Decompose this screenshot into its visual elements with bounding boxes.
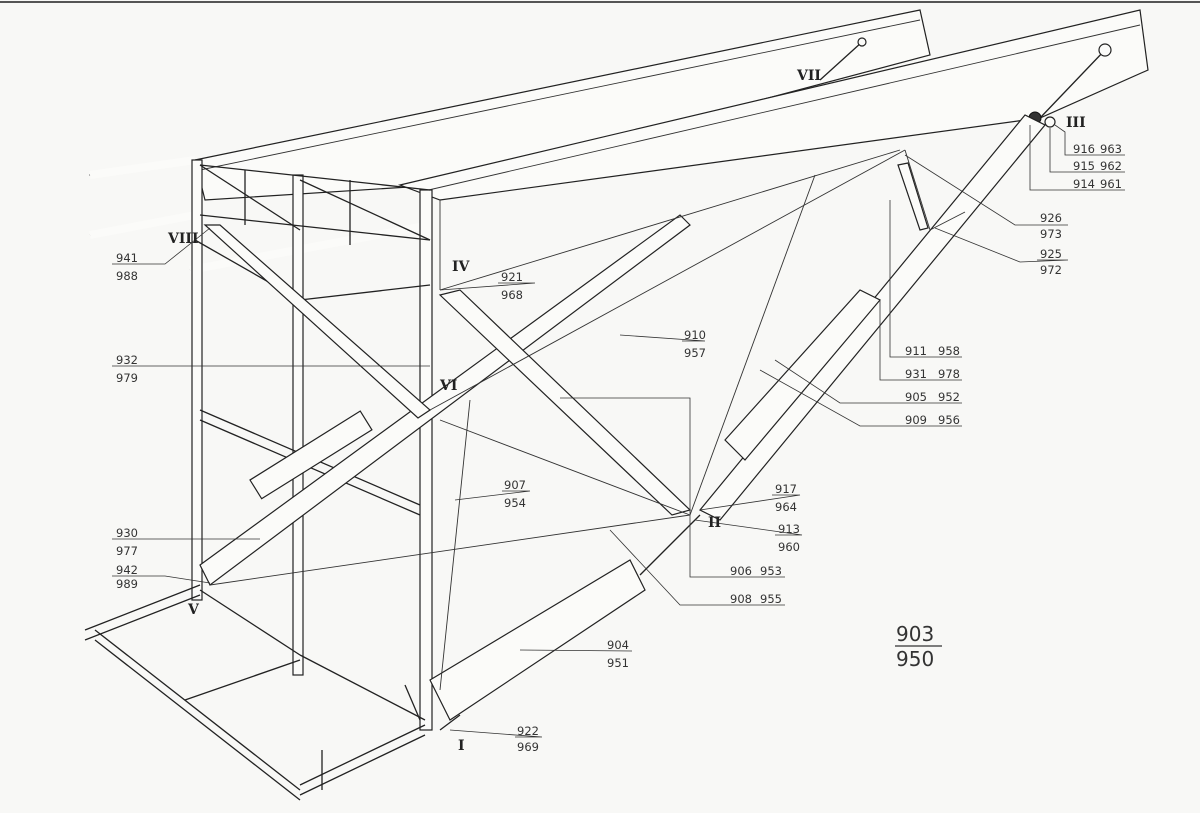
figure-number: 903 950 — [895, 622, 942, 671]
leader-lines — [112, 124, 1125, 738]
label-905: 905 — [905, 390, 927, 404]
label-910: 910 — [684, 328, 706, 342]
label-931: 931 — [905, 367, 927, 381]
label-960: 960 — [778, 540, 800, 554]
label-954: 954 — [504, 496, 526, 510]
label-930: 930 — [116, 526, 138, 540]
figure-number-bottom: 950 — [896, 647, 934, 671]
label-962: 962 — [1100, 159, 1122, 173]
label-917: 917 — [775, 482, 797, 496]
pair-labels: 916 963 915 962 914 961 911 958 931 978 … — [730, 142, 1122, 606]
wing-spar-front — [397, 9, 1149, 290]
label-908: 908 — [730, 592, 752, 606]
label-969: 969 — [517, 740, 539, 754]
station-v: V — [187, 602, 200, 618]
label-926: 926 — [1040, 211, 1062, 225]
label-911: 911 — [905, 344, 927, 358]
strut-front-main — [429, 114, 1046, 731]
strut-rear-lower — [199, 214, 691, 586]
label-942: 942 — [116, 563, 138, 577]
fitting-vii — [819, 37, 867, 81]
label-957: 957 — [684, 346, 706, 360]
station-iv: IV — [452, 259, 471, 275]
label-921: 921 — [501, 270, 523, 284]
label-915: 915 — [1073, 159, 1095, 173]
label-909: 909 — [905, 413, 927, 427]
station-vi: VI — [439, 378, 457, 394]
label-964: 964 — [775, 500, 797, 514]
label-955: 955 — [760, 592, 782, 606]
label-932: 932 — [116, 353, 138, 367]
label-952: 952 — [938, 390, 960, 404]
label-914: 914 — [1073, 177, 1095, 191]
label-925: 925 — [1040, 247, 1062, 261]
label-973: 973 — [1040, 227, 1062, 241]
label-922: 922 — [517, 724, 539, 738]
label-916: 916 — [1073, 142, 1095, 156]
label-989: 989 — [116, 577, 138, 591]
bracing-wires — [209, 149, 966, 691]
station-vii: VII — [796, 68, 821, 84]
station-i: I — [458, 738, 465, 754]
station-ii: II — [708, 515, 721, 531]
label-956: 956 — [938, 413, 960, 427]
label-961: 961 — [1100, 177, 1122, 191]
label-904: 904 — [607, 638, 629, 652]
station-iii: III — [1066, 115, 1086, 131]
label-968: 968 — [501, 288, 523, 302]
label-958: 958 — [938, 344, 960, 358]
station-labels: VII III VIII IV VI II V I — [167, 68, 1086, 754]
label-979: 979 — [116, 371, 138, 385]
label-951: 951 — [607, 656, 629, 670]
label-963: 963 — [1100, 142, 1122, 156]
label-978: 978 — [938, 367, 960, 381]
label-977: 977 — [116, 544, 138, 558]
label-906: 906 — [730, 564, 752, 578]
station-viii: VIII — [167, 231, 199, 247]
label-941: 941 — [116, 251, 138, 265]
label-953: 953 — [760, 564, 782, 578]
label-988: 988 — [116, 269, 138, 283]
figure-number-top: 903 — [896, 622, 934, 646]
label-907: 907 — [504, 478, 526, 492]
fraction-labels: 941 988 921 968 910 957 932 979 907 954 … — [116, 211, 1062, 754]
label-913: 913 — [778, 522, 800, 536]
label-972: 972 — [1040, 263, 1062, 277]
